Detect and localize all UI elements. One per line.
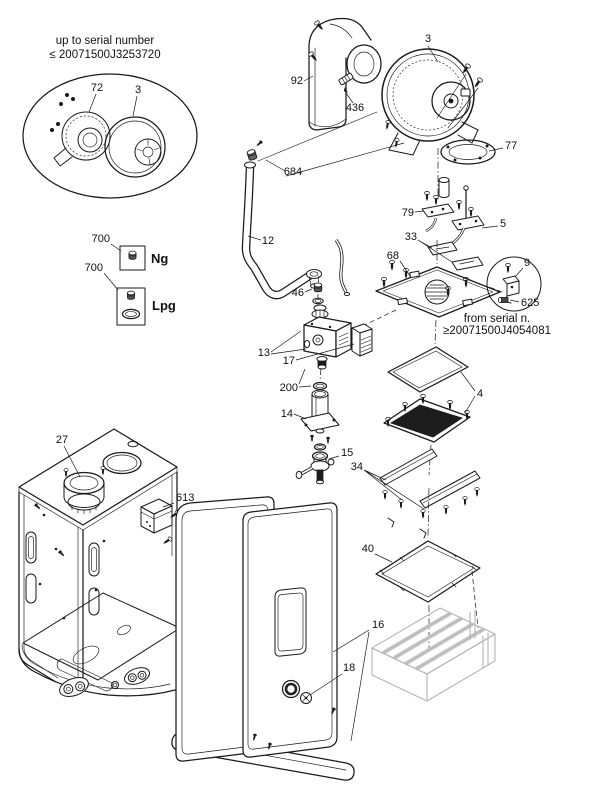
pipe-flange-14: 14	[281, 389, 340, 445]
heat-exchanger-ghost	[371, 607, 496, 702]
inset-note-line2: ≤ 20071500J3253720	[49, 49, 160, 61]
detail-circle-9-625: 9 625 from serial n. ≥20071500J4054081	[443, 256, 551, 337]
part-label-17: 17	[283, 355, 295, 367]
burner-4: 4	[383, 319, 483, 476]
part-label-16: 16	[372, 619, 384, 631]
part-label-4: 4	[477, 388, 483, 400]
junction-box-613: 613	[140, 492, 194, 547]
fan-3: 3	[257, 33, 484, 200]
rails-34: 34	[351, 448, 481, 539]
part-label-13: 13	[258, 347, 270, 359]
kit-ng-number: 700	[92, 233, 110, 245]
inset-ellipse	[22, 73, 198, 199]
fitting-684: 684	[246, 139, 302, 178]
part-label-79: 79	[402, 207, 414, 219]
valve-15: 15	[295, 443, 353, 485]
part-label-68: 68	[387, 250, 399, 262]
connector-17: 17	[283, 323, 373, 367]
gas-valve-13: 13	[258, 304, 352, 370]
part-label-33: 33	[405, 231, 417, 243]
part-label-3-inset: 3	[135, 84, 141, 96]
kit-ng-label: Ng	[151, 251, 168, 266]
inset-earlier-version: up to serial number ≤ 20071500J3253720 7…	[22, 35, 198, 199]
part-label-12: 12	[262, 235, 274, 247]
air-duct-92: 92 436	[291, 17, 382, 131]
part-label-18: 18	[343, 662, 355, 674]
cabinet	[18, 428, 279, 697]
kit-lpg: 700 Lpg	[85, 262, 176, 326]
pilot-cylinder	[438, 177, 450, 198]
door-panel-16: 16 18	[242, 502, 384, 758]
sight-glass-18	[281, 679, 312, 704]
part-label-40: 40	[362, 543, 374, 555]
serial-note-line1: from serial n.	[464, 313, 530, 325]
clip-436	[338, 72, 354, 86]
nozzle-46: 46	[292, 282, 324, 305]
oring-200: 200	[280, 367, 328, 394]
part-label-9: 9	[524, 257, 530, 269]
part-label-14: 14	[281, 408, 293, 420]
part-label-77: 77	[505, 140, 517, 152]
part-label-200: 200	[280, 382, 298, 394]
part-label-3: 3	[425, 33, 431, 45]
gas-pipe-12: 12	[241, 161, 322, 300]
gaskets-33: 33	[405, 231, 484, 271]
part-label-27: 27	[56, 434, 68, 446]
flue-collar-27: 27	[56, 434, 106, 515]
electrode-5: 5	[436, 185, 506, 253]
part-label-92: 92	[291, 75, 303, 87]
frame-40: 40	[362, 540, 481, 650]
part-label-72: 72	[91, 82, 103, 94]
kit-lpg-label: Lpg	[152, 298, 176, 313]
gasket-ring-77: 77	[440, 139, 517, 165]
part-label-613: 613	[176, 492, 194, 504]
serial-note-line2: ≥20071500J4054081	[443, 325, 551, 337]
kit-lpg-number: 700	[85, 262, 103, 274]
inset-note-line1: up to serial number	[56, 35, 155, 47]
part-label-625: 625	[521, 297, 539, 309]
part-label-436: 436	[346, 102, 364, 114]
bracket-79: 79	[402, 190, 455, 233]
part-label-15: 15	[341, 447, 353, 459]
fan-3-inset	[104, 116, 166, 178]
top-plate-68: 68	[353, 240, 503, 331]
blower-72	[50, 93, 111, 167]
part-label-34: 34	[351, 461, 363, 473]
kit-ng: 700 Ng	[92, 233, 168, 271]
part-label-46: 46	[292, 287, 304, 299]
part-label-684: 684	[284, 166, 302, 178]
part-label-5: 5	[500, 218, 506, 230]
sensor-tube	[334, 239, 351, 297]
